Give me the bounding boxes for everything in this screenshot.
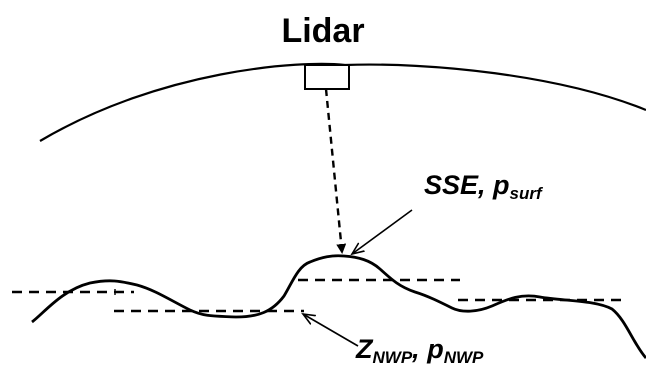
nwp-pointer	[303, 314, 359, 347]
nwp-z-subscript: NWP	[372, 348, 413, 367]
diagram-title: Lidar	[281, 12, 365, 50]
nwp-label: ZNWP, pNWP	[356, 334, 484, 367]
satellite-box	[304, 64, 350, 90]
nwp-p-subscript: NWP	[443, 348, 484, 367]
nwp-z-main: Z	[356, 334, 373, 364]
nwp-p-main: p	[427, 334, 444, 364]
surface-elevation-label: SSE, psurf	[424, 170, 542, 203]
lidar-beam-line	[324, 88, 347, 254]
nwp-separator: ,	[412, 334, 428, 364]
surface-label-main: SSE, p	[424, 170, 510, 200]
surface-label-subscript: surf	[509, 184, 542, 203]
terrain-surface	[31, 254, 646, 359]
sse-pointer	[352, 209, 413, 254]
